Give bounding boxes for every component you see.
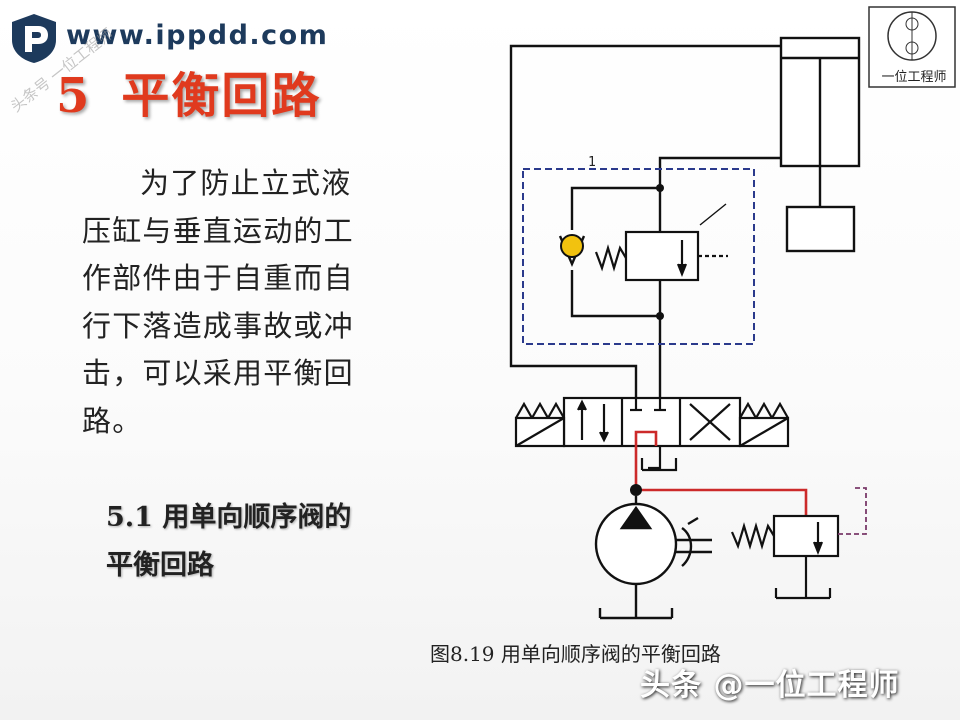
right-spring (739, 401, 789, 421)
relief-pilot-line (838, 487, 867, 535)
component-label: 1 (588, 155, 596, 170)
brand-logo-icon (12, 14, 56, 63)
slide-title-text: 平衡回路 (121, 68, 322, 124)
author-stamp-icon (868, 6, 956, 88)
slide-title: 5 平衡回路 (56, 56, 321, 126)
check-branch (570, 186, 660, 230)
relief-branch (636, 488, 808, 516)
valve-assembly-boundary (522, 168, 755, 345)
slide-title-number: 5 (56, 68, 92, 124)
load-block (785, 205, 856, 253)
section-subheading: 5.1 用单向顺序阀的平衡回路 (106, 502, 352, 581)
sequence-valve-body (624, 230, 700, 282)
site-url: www.ippdd.com (66, 20, 329, 51)
check-valve-ball (560, 234, 584, 258)
sequence-valve-spring (594, 244, 627, 272)
pressure-line (634, 430, 658, 446)
bottom-watermark: 头条 @一位工程师 (640, 668, 900, 703)
line-rod-end (509, 44, 781, 398)
figure-caption: 图8.19 用单向顺序阀的平衡回路 (430, 642, 721, 666)
stamp-label: 一位工程师 (881, 70, 947, 85)
relief-valve-spring (730, 522, 775, 550)
body-paragraph: 为了防止立式液压缸与垂直运动的工作部件由于自重而自行下落造成事故或冲击，可以采用… (82, 166, 354, 438)
pump-arrow (619, 505, 653, 530)
left-spring (515, 401, 565, 421)
relief-valve-body (772, 514, 840, 558)
directional-valve-body (562, 396, 742, 448)
